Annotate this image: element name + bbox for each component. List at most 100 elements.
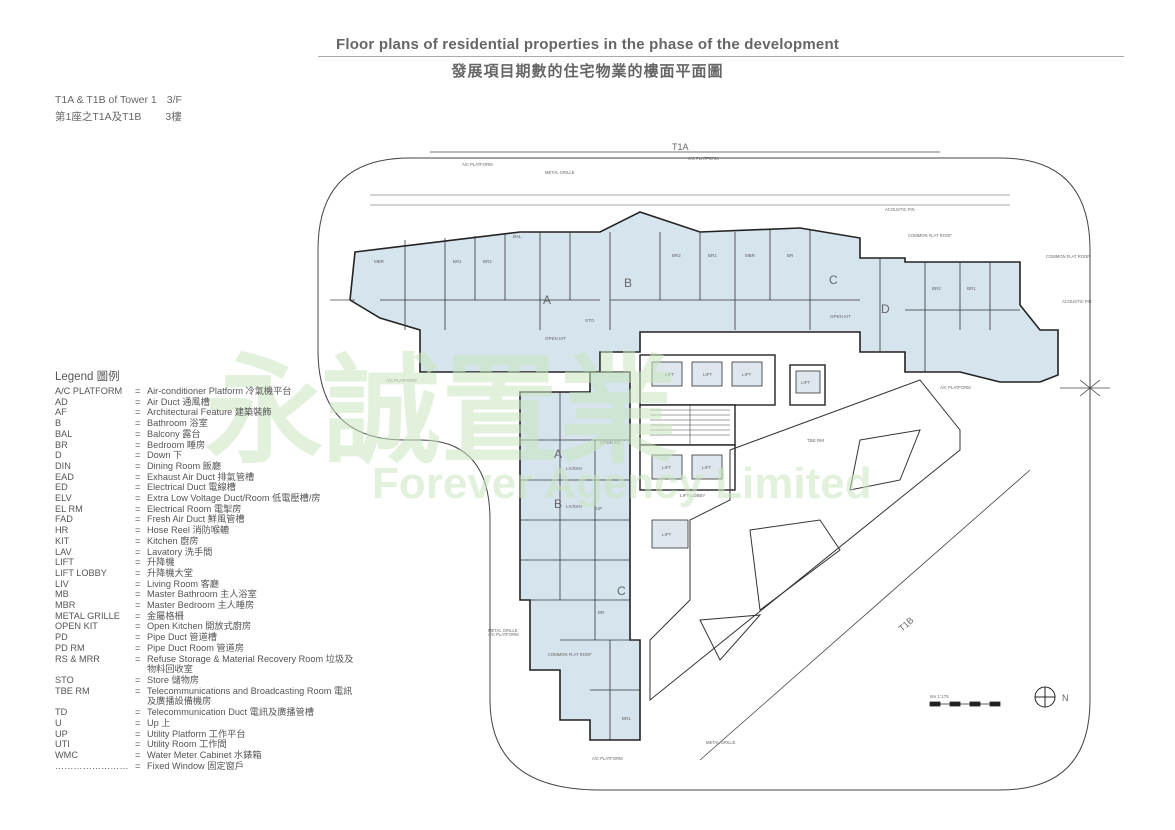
svg-text:BR2: BR2 xyxy=(483,259,492,264)
north-label: N xyxy=(1062,693,1069,703)
legend-row: MBR=Master Bedroom 主人睡房 xyxy=(55,600,255,611)
legend-row: STO=Store 儲物房 xyxy=(55,674,200,685)
legend-row: LIFT=升降機 xyxy=(55,557,175,568)
unit-a-upper-label: A xyxy=(543,293,551,307)
svg-text:LIFT: LIFT xyxy=(662,532,672,537)
svg-text:OPEN KIT: OPEN KIT xyxy=(600,440,621,445)
legend-row: TD=Telecommunication Duct 電訊及廣播管槽 xyxy=(55,707,314,718)
t1b-podium xyxy=(649,379,961,702)
svg-text:MBR: MBR xyxy=(745,253,756,258)
svg-text:A/C PLATFORM: A/C PLATFORM xyxy=(462,162,493,167)
t1b-axis xyxy=(699,469,1031,761)
legend-row: UTI=Utility Room 工作間 xyxy=(55,739,227,750)
svg-text:LIFT: LIFT xyxy=(702,465,712,470)
svg-text:METAL GRILLE: METAL GRILLE xyxy=(545,170,575,175)
tower-unit-label-en: T1A & T1B of Tower 1 xyxy=(55,94,157,106)
svg-text:LIFT: LIFT xyxy=(742,372,752,377)
svg-text:ACOUSTIC FIN: ACOUSTIC FIN xyxy=(885,207,915,212)
svg-text:BR1: BR1 xyxy=(453,259,462,264)
t1b-label: T1B xyxy=(897,615,916,633)
legend-row: A/C PLATFORM=Air-conditioner Platform 冷氣… xyxy=(55,386,292,396)
t1a-label: T1A xyxy=(672,142,689,152)
site-boundary xyxy=(317,157,1091,791)
lift-cars xyxy=(651,361,821,549)
svg-text:A/C PLATFORM: A/C PLATFORM xyxy=(488,632,519,637)
legend-row: LIFT LOBBY=升降機大堂 xyxy=(55,567,193,578)
scale-label: 5m 1:175 xyxy=(930,694,949,699)
watermark-en: Forever Agency Limited xyxy=(372,459,872,508)
lower-partitions xyxy=(520,392,640,740)
unit-c-upper-label: C xyxy=(829,273,838,287)
legend-row: KIT=Kitchen 廚房 xyxy=(55,535,199,546)
svg-text:COMMON FLAT ROOF: COMMON FLAT ROOF xyxy=(908,233,952,238)
svg-text:LIFT: LIFT xyxy=(662,465,672,470)
legend-row: AD=Air Duct 通風槽 xyxy=(55,396,210,407)
svg-text:LIFT: LIFT xyxy=(665,372,675,377)
unit-d-upper-label: D xyxy=(881,302,890,316)
legend-row: EAD=Exhaust Air Duct 排氣管槽 xyxy=(55,471,255,482)
title-divider xyxy=(318,56,1124,57)
scale-bar xyxy=(929,701,1001,707)
svg-text:OPEN KIT: OPEN KIT xyxy=(830,314,851,319)
legend: A/C PLATFORM=Air-conditioner Platform 冷氣… xyxy=(55,386,355,771)
svg-text:BR1: BR1 xyxy=(967,286,976,291)
svg-text:A/C PLATFORM: A/C PLATFORM xyxy=(940,385,971,390)
floor-subtitle-zh: 第1座之T1A及T1B 3樓 xyxy=(55,109,182,124)
svg-text:BR1: BR1 xyxy=(622,716,631,721)
legend-row: AF=Architectural Feature 建築裝飾 xyxy=(55,407,272,418)
legend-row: EL RM=Electrical Room 電掣房 xyxy=(55,503,242,514)
svg-text:BR2: BR2 xyxy=(672,253,681,258)
legend-row: METAL GRILLE=金屬格柵 xyxy=(55,610,184,621)
svg-text:A/C PLATFORM: A/C PLATFORM xyxy=(386,378,417,383)
floor-label-zh: 3樓 xyxy=(165,111,182,123)
svg-text:LIFT: LIFT xyxy=(703,372,713,377)
room-labels: LIFT LIFT LIFT LIFT LIFT LIFT LIFT OPEN … xyxy=(374,234,976,721)
svg-text:A/C PLATFORM: A/C PLATFORM xyxy=(592,756,623,761)
svg-text:ACOUSTIC FIN: ACOUSTIC FIN xyxy=(1062,299,1092,304)
svg-text:BR: BR xyxy=(787,253,794,258)
svg-text:OPEN KIT: OPEN KIT xyxy=(545,336,566,341)
watermark: 永誠置業 Forever Agency Limited xyxy=(205,346,872,508)
legend-row: D=Down 下 xyxy=(55,450,183,461)
legend-row: DIN=Dining Room 飯廳 xyxy=(55,460,222,471)
tower-unit-label-zh: 第1座之T1A及T1B xyxy=(55,111,142,123)
legend-row: PD RM=Pipe Duct Room 管道房 xyxy=(55,642,245,653)
legend-row: RS & MRR=Refuse Storage & Material Recov… xyxy=(55,653,354,675)
legend-row: OPEN KIT=Open Kitchen 開放式廚房 xyxy=(55,621,252,632)
north-arrow-icon xyxy=(1034,686,1056,708)
annotation-labels: A/C PLATFORM A/C PLATFORM A/C PLATFORM A… xyxy=(386,156,1092,761)
svg-text:A/C PLATFORM: A/C PLATFORM xyxy=(688,156,719,161)
svg-text:LIFT: LIFT xyxy=(801,380,811,385)
legend-row: LIV=Living Room 客廳 xyxy=(55,578,219,589)
svg-text:COMMON FLAT ROOF: COMMON FLAT ROOF xyxy=(1046,254,1090,259)
svg-text:METAL GRILLE: METAL GRILLE xyxy=(488,628,518,633)
svg-text:BR1: BR1 xyxy=(708,253,717,258)
page-title-zh: 發展項目期數的住宅物業的樓面平面圖 xyxy=(451,63,724,80)
legend-title: Legend 圖例 xyxy=(55,371,120,383)
svg-text:BAL: BAL xyxy=(513,234,522,239)
legend-row: U=Up 上 xyxy=(55,717,171,728)
legend-row: FAD=Fresh Air Duct 鮮風管槽 xyxy=(55,514,245,525)
unit-b-upper-label: B xyxy=(624,276,632,290)
svg-text:LIV/DIN: LIV/DIN xyxy=(566,504,582,509)
svg-text:LIFT LOBBY: LIFT LOBBY xyxy=(680,493,705,498)
legend-row: BR=Bedroom 睡房 xyxy=(55,439,206,450)
legend-row: ED=Electrical Duct 電線槽 xyxy=(55,482,236,493)
legend-row: UP=Utility Platform 工作平台 xyxy=(55,728,246,739)
upper-partitions xyxy=(380,230,1020,372)
svg-text:STO: STO xyxy=(585,318,595,323)
svg-text:METAL GRILLE: METAL GRILLE xyxy=(706,740,736,745)
svg-text:TBE RM: TBE RM xyxy=(807,438,824,443)
floor-label-en: 3/F xyxy=(166,94,182,106)
legend-row: ……………………=Fixed Window 固定窗戶 xyxy=(55,760,244,771)
watermark-zh: 永誠置業 xyxy=(205,346,677,478)
legend-row: LAV=Lavatory 洗手間 xyxy=(55,546,213,557)
floor-subtitle-en: T1A & T1B of Tower 1 3/F xyxy=(55,94,182,106)
legend-row: BAL=Balcony 露台 xyxy=(55,428,201,439)
svg-text:BR: BR xyxy=(598,610,605,615)
legend-row: TBE RM=Telecommunications and Broadcasti… xyxy=(55,685,353,707)
svg-text:COMMON FLAT ROOF: COMMON FLAT ROOF xyxy=(548,652,592,657)
legend-row: ELV=Extra Low Voltage Duct/Room 低電壓槽/房 xyxy=(55,493,321,504)
svg-text:BR2: BR2 xyxy=(932,286,941,291)
